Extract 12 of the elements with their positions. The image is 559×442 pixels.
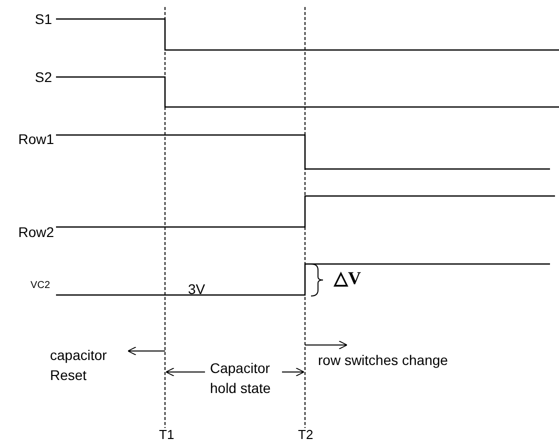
signal-label: S2 bbox=[34, 69, 52, 86]
signal-label: Row1 bbox=[18, 131, 54, 148]
signal-label: VC2 bbox=[30, 279, 50, 293]
time-label: T1 bbox=[159, 428, 174, 442]
voltage-label: 3V bbox=[188, 281, 206, 298]
phase-label: Capacitor hold state bbox=[210, 359, 272, 398]
phase-label: row switches change bbox=[318, 352, 448, 369]
delta-v-label: △V bbox=[334, 268, 361, 288]
time-label: T2 bbox=[298, 428, 314, 442]
phase-label: capacitor Reset bbox=[50, 346, 108, 385]
signal-label: S1 bbox=[34, 11, 52, 28]
signal-label: Row2 bbox=[18, 224, 54, 241]
